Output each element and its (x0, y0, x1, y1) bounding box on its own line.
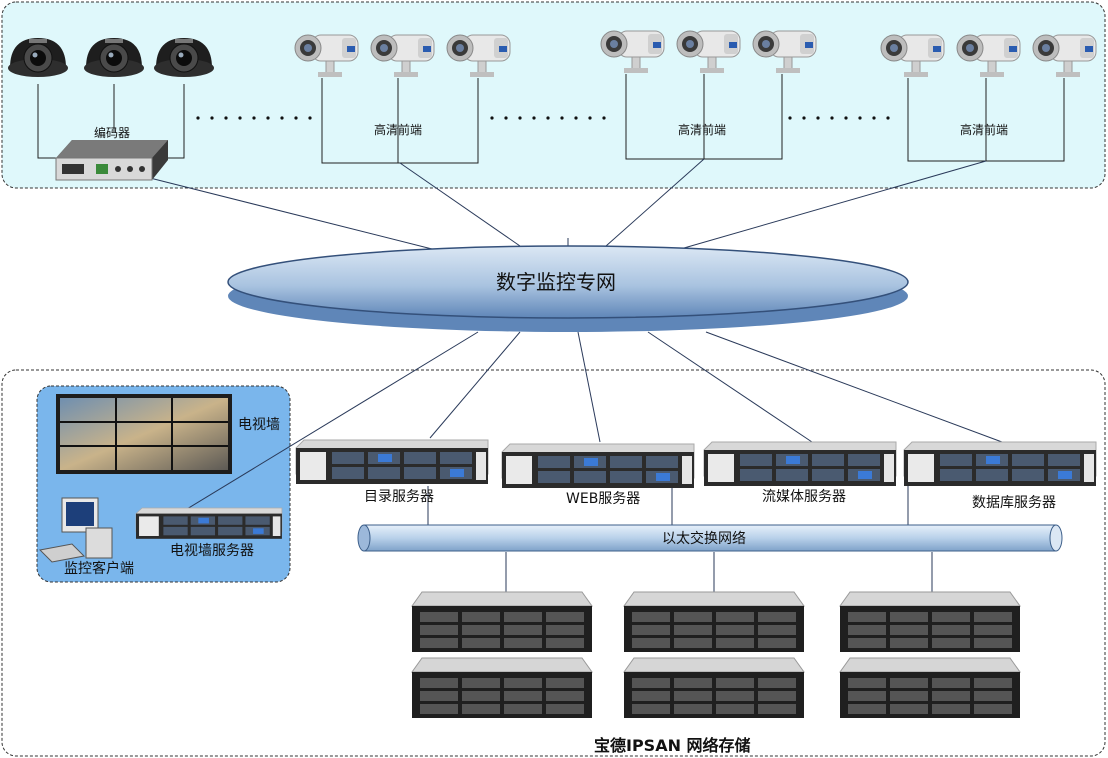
network-links (149, 158, 1003, 592)
hd-front-label-3: 高清前端 (960, 123, 1009, 137)
ellipsis-dots (196, 116, 890, 120)
ethernet-pipe (357, 524, 1063, 552)
monitor-client-label: 监控客户端 (64, 561, 134, 577)
rack-server-icon (135, 507, 283, 540)
storage-array-icon (411, 657, 593, 719)
ethernet-label: 以太交换网络 (662, 531, 746, 547)
database-server-label: 数据库服务器 (972, 495, 1056, 511)
web-server-label: WEB服务器 (566, 491, 641, 507)
rack-server-icon (703, 441, 897, 487)
storage-array-icon (839, 657, 1021, 719)
hd-front-label-2: 高清前端 (678, 123, 727, 137)
storage-array-icon (623, 591, 805, 653)
tv-wall-label: 电视墙 (238, 417, 280, 433)
directory-server-label: 目录服务器 (364, 489, 434, 505)
front-end-zone (1, 1, 1106, 189)
rack-server-icon (295, 439, 489, 485)
encoder-label: 编码器 (94, 126, 131, 140)
storage-array-icon (411, 591, 593, 653)
hd-front-label-1: 高清前端 (374, 123, 423, 137)
computer-icon (38, 497, 113, 563)
encoder-icon (55, 140, 168, 181)
tv-wall-server-label: 电视墙服务器 (170, 543, 254, 559)
tv-wall-icon (56, 394, 232, 474)
private-network-cloud (227, 245, 909, 332)
stream-server-label: 流媒体服务器 (762, 489, 846, 505)
storage-array-icon (623, 657, 805, 719)
rack-server-icon (501, 443, 695, 489)
storage-array-icon (839, 591, 1021, 653)
storage-label: 宝德IPSAN 网络存储 (594, 736, 751, 755)
rack-server-icon (903, 441, 1097, 487)
private-network-label: 数字监控专网 (496, 270, 616, 294)
